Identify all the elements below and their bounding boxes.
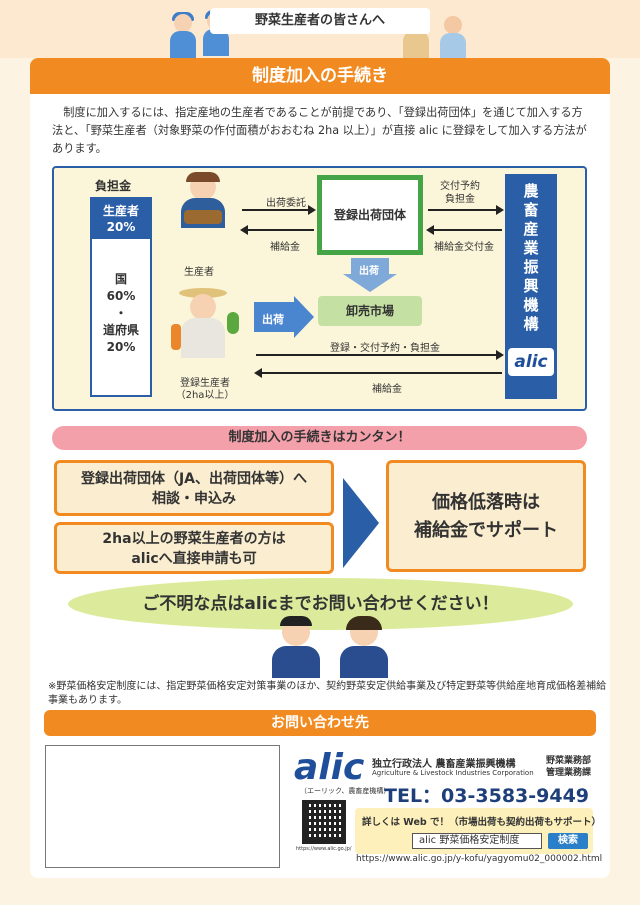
- ship-down-arrow: [351, 258, 389, 274]
- easy-banner: 制度加入の手続きはカンタン！: [52, 426, 587, 450]
- registered-shipping-org: 登録出荷団体: [317, 175, 423, 255]
- producer-illustration: [178, 172, 228, 228]
- subsidy-label: 補給金: [270, 242, 300, 253]
- step-consult-box: 登録出荷団体（JA、出荷団体等）へ 相談・申込み: [54, 460, 334, 516]
- producer-label: 生産者: [184, 267, 214, 278]
- qr-code[interactable]: [302, 800, 346, 844]
- burden-producer-share: 生産者 20%: [92, 199, 150, 239]
- burden-label: 負担金: [95, 179, 132, 193]
- ship-down-label: 出荷: [359, 266, 379, 277]
- org-name: 独立行政法人 農畜産業振興機構: [372, 759, 516, 770]
- staff-illustration-2: [336, 616, 392, 678]
- agency-name: 農畜産業振興機構: [523, 182, 539, 333]
- website-url[interactable]: https://www.alic.go.jp/y-kofu/yagyomu02_…: [356, 854, 603, 864]
- result-arrow: [343, 478, 379, 568]
- qr-url: https://www.alic.go.jp/: [296, 846, 352, 852]
- section-title: 制度加入の手続き: [30, 58, 610, 94]
- step-direct-box: 2ha以上の野菜生産者の方は alicへ直接申請も可: [54, 522, 334, 574]
- subsidy-line-label: 補給金: [372, 384, 402, 395]
- department: 野菜業務部 管理業務課: [546, 756, 592, 778]
- burden-box: 生産者 20% 国 60% ・ 道府県 20%: [90, 197, 152, 397]
- web-note: 詳しくは Web で！（市場出荷も契約出荷もサポート）: [362, 817, 601, 828]
- contact-banner: お問い合わせ先: [44, 710, 596, 736]
- subsidy-arrow: [240, 225, 314, 235]
- register-arrow: [256, 350, 504, 360]
- blank-contact-box: [45, 745, 280, 868]
- search-box[interactable]: alic 野菜価格安定制度: [412, 833, 542, 849]
- search-button[interactable]: 検索: [548, 833, 588, 849]
- inquiry-ellipse: ご不明な点はalicまでお問い合わせください！: [68, 578, 573, 630]
- registered-producer-illustration: [171, 288, 239, 358]
- register-line-label: 登録・交付予約・負担金: [330, 343, 440, 354]
- subsidy-grant-label: 補給金交付金: [434, 242, 494, 253]
- footnote: ※野菜価格安定制度には、指定野菜価格安定対策事業のほか、契約野菜安定供給事業及び…: [48, 681, 607, 706]
- ship-right-label: 出荷: [262, 313, 284, 326]
- delivery-arrow: [428, 205, 504, 215]
- logo-subtitle: （エーリック、農畜産機構）: [300, 787, 391, 795]
- staff-illustration-1: [268, 616, 324, 678]
- org-english-name: Agriculture & Livestock Industries Corpo…: [372, 769, 534, 777]
- ship-consign-arrow: [242, 205, 316, 215]
- ship-consign-label: 出荷委託: [266, 198, 306, 209]
- alic-logo-small: alic: [508, 348, 554, 376]
- farmer-illustration-1: [170, 12, 196, 58]
- burden-government-share: 国 60% ・ 道府県 20%: [102, 272, 139, 354]
- subsidy-grant-arrow: [426, 225, 502, 235]
- alic-logo: alic: [294, 747, 365, 788]
- delivery-label: 交付予約 負担金: [440, 181, 480, 205]
- header-title: 野菜生産者の皆さんへ: [210, 8, 430, 34]
- registered-producer-label: 登録生産者 （2ha以上）: [175, 378, 235, 401]
- wholesale-market: 卸売市場: [318, 296, 422, 326]
- farmer-illustration-4: [440, 16, 466, 60]
- tel-number: TEL：03-3583-9449: [384, 785, 590, 807]
- subsidy-line-arrow: [254, 368, 502, 378]
- intro-text: 制度に加入するには、指定産地の生産者であることが前提であり、「登録出荷団体」を通…: [52, 106, 587, 155]
- ship-right-arrow: [254, 302, 294, 332]
- result-box: 価格低落時は 補給金でサポート: [386, 460, 586, 572]
